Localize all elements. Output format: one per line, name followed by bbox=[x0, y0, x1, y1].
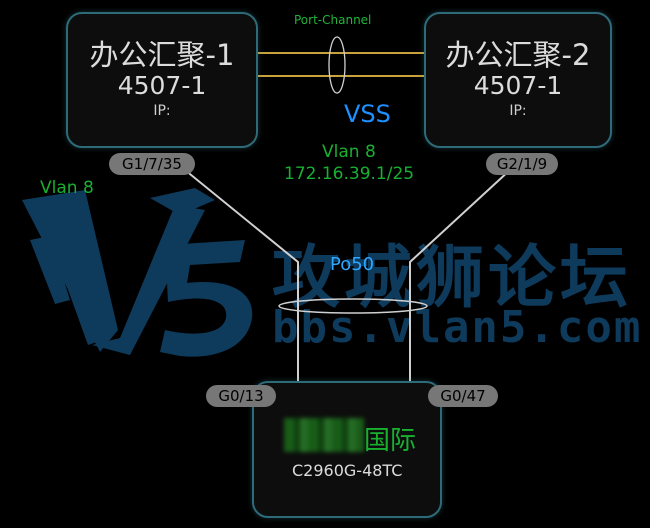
watermark-site-name: 攻城狮论坛 bbox=[272, 239, 633, 318]
core-switch-right[interactable]: 办公汇聚-2 4507-1 IP: bbox=[424, 12, 612, 148]
access-name: 国际 bbox=[364, 426, 417, 456]
po50-label: Po50 bbox=[330, 254, 375, 275]
vlan-center-label: Vlan 8 bbox=[322, 142, 376, 162]
port-channel-ellipse bbox=[328, 36, 346, 94]
ip-center-label: 172.16.39.1/25 bbox=[284, 164, 415, 184]
vlan-left-label: Vlan 8 bbox=[40, 178, 94, 198]
port-core-left[interactable]: G1/7/35 bbox=[109, 153, 195, 175]
po50-ellipse bbox=[278, 298, 428, 314]
core-left-ip: IP: bbox=[153, 103, 171, 119]
watermark-5-icon bbox=[160, 240, 253, 357]
port-access-right[interactable]: G0/47 bbox=[428, 385, 498, 407]
uplink-left bbox=[184, 169, 299, 382]
watermark-site-url: bbs.vlan5.com bbox=[272, 302, 643, 353]
vss-label: VSS bbox=[344, 100, 391, 128]
core-switch-left[interactable]: 办公汇聚-1 4507-1 IP: bbox=[66, 12, 258, 148]
port-access-left[interactable]: G0/13 bbox=[206, 385, 276, 407]
core-left-model: 4507-1 bbox=[117, 71, 207, 100]
core-left-name: 办公汇聚-1 bbox=[89, 38, 235, 72]
core-right-ip: IP: bbox=[509, 103, 527, 119]
core-right-name: 办公汇聚-2 bbox=[445, 38, 591, 72]
port-core-right[interactable]: G2/1/9 bbox=[486, 153, 558, 175]
watermark-v-icon bbox=[22, 188, 215, 355]
access-model: C2960G-48TC bbox=[292, 461, 403, 480]
blurred-name-region bbox=[284, 418, 364, 452]
port-channel-label: Port-Channel bbox=[294, 13, 372, 27]
core-right-model: 4507-1 bbox=[473, 71, 563, 100]
uplink-right bbox=[409, 169, 511, 382]
